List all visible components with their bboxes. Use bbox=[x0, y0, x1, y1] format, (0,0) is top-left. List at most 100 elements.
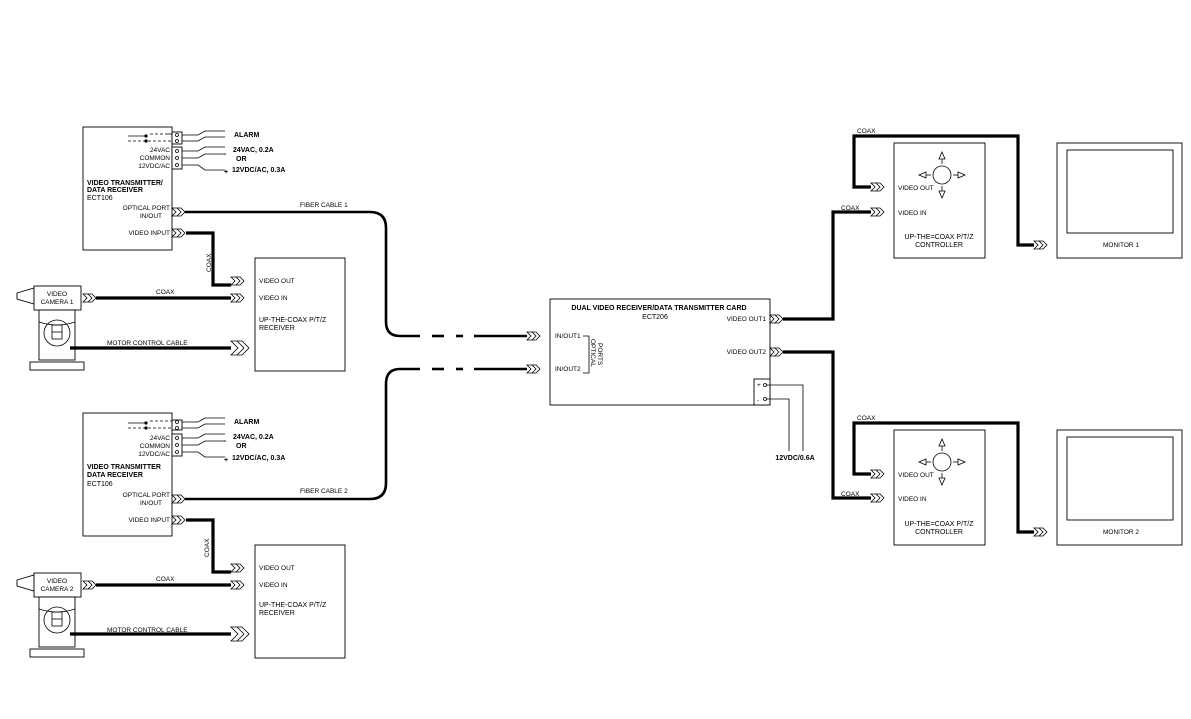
receiver-video-in-label: VIDEO IN bbox=[259, 582, 288, 589]
receiver-title-line2: RECEIVER bbox=[259, 325, 295, 332]
card-in-out-2-label: IN/OUT2 bbox=[555, 366, 581, 373]
transmitter-2-box bbox=[82, 412, 173, 537]
coax-label-vertical-2: COAX bbox=[204, 538, 211, 557]
alarm-label: ALARM bbox=[234, 132, 259, 139]
receiver-motor-connector-icon bbox=[230, 626, 250, 642]
ptz-receiver-1: VIDEO OUT VIDEO IN UP-THE-COAX P/T/Z REC… bbox=[230, 257, 346, 372]
supply-or-label: OR bbox=[236, 443, 247, 450]
card-video-out-1-label: VIDEO OUT1 bbox=[727, 316, 767, 323]
ptz-controller-1: VIDEO OUT VIDEO IN UP-THE=COAX P/T/Z CON… bbox=[870, 142, 986, 259]
camera-connector-icon bbox=[82, 293, 97, 303]
card-title: DUAL VIDEO RECEIVER/DATA TRANSMITTER CAR… bbox=[571, 305, 746, 312]
fiber-cable-2-label: FIBER CABLE 2 bbox=[300, 488, 348, 495]
receiver-video-in-connector-icon bbox=[230, 293, 245, 303]
video-input-label: VIDEO INPUT bbox=[128, 517, 170, 524]
controller-title-line1: UP-THE=COAX P/T/Z bbox=[904, 521, 974, 528]
power-12vdc-label: 12VDC/AC bbox=[138, 163, 170, 170]
coax-label-controller-2-out: COAX bbox=[857, 415, 876, 422]
monitor-label: MONITOR 2 bbox=[1103, 529, 1139, 536]
card-power-lead-minus bbox=[766, 398, 790, 451]
camera-base bbox=[29, 648, 85, 658]
transmitter-2-power-terminal bbox=[171, 433, 183, 457]
supply-24vac-label: 24VAC, 0.2A bbox=[233, 434, 274, 441]
video-input-label: VIDEO INPUT bbox=[128, 230, 170, 237]
receiver-title-line2: RECEIVER bbox=[259, 610, 295, 617]
transmitter-1-alarm-terminal bbox=[171, 131, 183, 145]
transmitter-2-alarm-terminal bbox=[171, 419, 183, 431]
power-24vac-label: 24VAC bbox=[150, 435, 170, 442]
controller-video-out-connector-icon bbox=[870, 469, 885, 479]
coax-controller-2-to-monitor-2 bbox=[852, 421, 1034, 534]
card-minus-sign: - bbox=[757, 397, 759, 404]
card-in-out-1-connector-icon bbox=[526, 331, 541, 341]
controller-video-in-connector-icon bbox=[870, 207, 885, 217]
receiver-video-out-connector-icon bbox=[230, 563, 245, 573]
dual-video-receiver-card: DUAL VIDEO RECEIVER/DATA TRANSMITTER CAR… bbox=[526, 298, 815, 462]
optical-ports-label-line1: OPTICAL bbox=[589, 339, 596, 367]
receiver-video-out-connector-icon bbox=[230, 276, 245, 286]
optical-port-label-line2: IN/OUT bbox=[140, 213, 162, 220]
receiver-video-in-label: VIDEO IN bbox=[259, 295, 288, 302]
camera-label-line2: CAMERA 1 bbox=[41, 299, 74, 306]
video-camera-1: VIDEO CAMERA 1 bbox=[16, 285, 97, 371]
transmitter-model: ECT106 bbox=[87, 481, 113, 488]
coax-label-controller-2-in: COAX bbox=[841, 491, 860, 498]
minus-sign: - bbox=[224, 151, 227, 158]
camera-lens-icon bbox=[16, 287, 35, 305]
coax-label-vertical-1: COAX bbox=[206, 253, 213, 272]
fiber-cable-1-segment-a bbox=[185, 210, 420, 338]
minus-sign: - bbox=[224, 438, 227, 445]
alarm-relay-contact-icon bbox=[128, 133, 172, 143]
supply-12vdc-label: 12VDC/AC, 0.3A bbox=[232, 455, 285, 462]
transmitter-title-line2: DATA RECEIVER bbox=[87, 472, 143, 479]
ptz-controller-2: VIDEO OUT VIDEO IN UP-THE=COAX P/T/Z CON… bbox=[870, 429, 986, 546]
motor-control-label-2: MOTOR CONTROL CABLE bbox=[107, 627, 188, 634]
transmitter-1-box bbox=[82, 126, 173, 251]
monitor-1: MONITOR 1 bbox=[1033, 142, 1183, 259]
coax-cable-transmitter-1 bbox=[186, 231, 231, 287]
controller-video-out-label: VIDEO OUT bbox=[898, 472, 934, 479]
monitor-label: MONITOR 1 bbox=[1103, 242, 1139, 249]
video-transmitter-2: 24VAC COMMON 12VDC/AC VIDEO TRANSMITTER … bbox=[82, 412, 285, 537]
camera-label-line1: VIDEO bbox=[47, 291, 67, 298]
card-video-out-2-label: VIDEO OUT2 bbox=[727, 349, 767, 356]
card-power-label: 12VDC/0.6A bbox=[775, 455, 814, 462]
video-camera-2: VIDEO CAMERA 2 bbox=[16, 572, 97, 658]
coax-card-to-controller-1 bbox=[783, 210, 871, 321]
video-input-connector-icon bbox=[171, 228, 186, 238]
video-transmitter-1: 24VAC COMMON 12VDC/AC VIDEO TRANSMITTER/… bbox=[82, 126, 285, 251]
card-video-out-2-connector-icon bbox=[769, 347, 784, 357]
card-in-out-2-connector-icon bbox=[526, 364, 541, 374]
receiver-title-line1: UP-THE-COAX P/T/Z bbox=[259, 602, 327, 609]
camera-base bbox=[29, 361, 85, 371]
coax-label-controller-1-in: COAX bbox=[841, 205, 860, 212]
receiver-video-in-connector-icon bbox=[230, 580, 245, 590]
controller-video-in-connector-icon bbox=[870, 493, 885, 503]
camera-label-line2: CAMERA 2 bbox=[41, 586, 74, 593]
optical-ports-bracket bbox=[583, 335, 590, 374]
monitor-screen bbox=[1066, 436, 1174, 521]
camera-lens-icon bbox=[16, 574, 35, 592]
optical-port-connector-icon bbox=[171, 207, 186, 217]
coax-card-to-controller-2 bbox=[783, 350, 871, 500]
optical-port-label-line1: OPTICAL PORT bbox=[123, 492, 170, 499]
motor-control-label-1: MOTOR CONTROL CABLE bbox=[107, 340, 188, 347]
optical-port-label-line2: IN/OUT bbox=[140, 500, 162, 507]
controller-title-line1: UP-THE=COAX P/T/Z bbox=[904, 234, 974, 241]
joystick-icon bbox=[917, 437, 967, 487]
joystick-icon bbox=[917, 150, 967, 200]
supply-24vac-label: 24VAC, 0.2A bbox=[233, 147, 274, 154]
fiber-cable-2-segment-a bbox=[185, 367, 420, 501]
transmitter-1-power-terminal bbox=[171, 146, 183, 170]
coax-label-controller-1-out: COAX bbox=[857, 128, 876, 135]
coax-controller-1-to-monitor-1 bbox=[852, 134, 1034, 247]
transmitter-title-line1: VIDEO TRANSMITTER bbox=[87, 464, 161, 471]
monitor-2: MONITOR 2 bbox=[1033, 429, 1183, 546]
receiver-video-out-label: VIDEO OUT bbox=[259, 565, 295, 572]
transmitter-title-line2: DATA RECEIVER bbox=[87, 187, 143, 194]
pan-tilt-head-icon bbox=[38, 309, 76, 361]
controller-title-line2: CONTROLLER bbox=[915, 242, 963, 249]
plus-sign: + bbox=[224, 169, 228, 176]
supply-12vdc-label: 12VDC/AC, 0.3A bbox=[232, 167, 285, 174]
supply-or-label: OR bbox=[236, 156, 247, 163]
